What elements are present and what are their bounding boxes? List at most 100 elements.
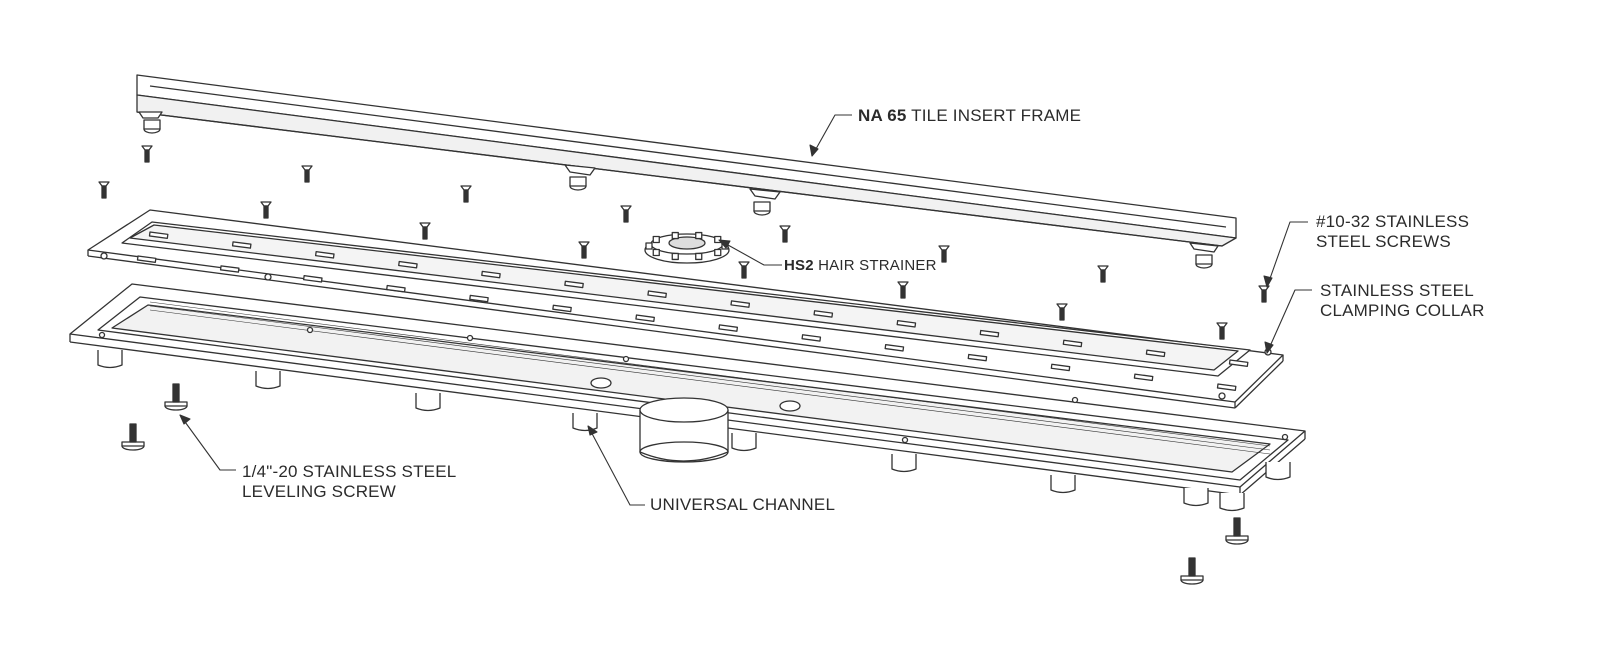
collar-tab [231,241,252,249]
clamping-collar [87,209,1284,409]
label-tile-insert-frame: NA 65 TILE INSERT FRAME [858,106,1082,125]
strainer-tooth [714,248,722,257]
slot-line [149,309,1271,455]
drain-outlet [639,397,729,463]
channel-hole [466,334,474,342]
strainer-tooth [671,252,679,261]
collar-tab [979,329,1000,338]
flat-head-screw [260,201,272,219]
collar-tab [718,324,739,332]
collar-tab [1062,339,1083,348]
universal-channel [69,283,1306,512]
channel-leg [255,371,281,390]
channel-leg [731,433,757,452]
frame-foot [143,119,1213,269]
collar-holes [100,252,1272,400]
strainer-tooth [671,231,679,240]
leader-lines [179,114,1312,506]
channel-hole [1281,433,1289,441]
flat-head-screw [738,261,750,279]
channel-leg [1050,475,1076,494]
collar-tab [967,353,988,362]
collar-tab [136,255,157,263]
collar-hole [264,273,272,281]
channel-hole [622,355,630,363]
collar-tab [481,270,501,279]
collar-tab [219,265,240,273]
channel-legs [97,350,1291,512]
flat-head-screw [620,205,632,223]
channel-bosses [590,377,801,412]
collar-tab [884,343,905,352]
strainer-tooth [714,235,722,244]
slot-line [149,301,1271,447]
strainer-tooth [695,252,703,261]
collar-tab [386,284,406,293]
collar-tab [801,334,822,342]
leveling-screws [121,383,1249,585]
channel-hole [306,326,314,334]
channel-slots [149,301,1271,455]
channel-leg [572,413,598,432]
stainless-screws [98,145,1270,340]
collar-tab [1050,363,1071,372]
channel-leg [1219,493,1245,512]
flat-head-screw [301,165,313,183]
collar-tabs [136,231,1249,391]
channel-leg [1265,462,1291,481]
tile-insert-frame [136,74,1237,269]
collar-hole [100,252,108,260]
hair-strainer [644,231,730,264]
flat-head-screw [1216,322,1228,340]
flat-head-screw [1056,303,1068,321]
leveling-screw [121,423,145,451]
flat-head-screw [141,145,153,163]
channel-leg [1183,488,1209,507]
leveling-screw [1180,557,1204,585]
flat-head-screw [897,281,909,299]
strainer-tooth [652,235,660,244]
channel-leg [415,393,441,412]
label-hair-strainer: HS2 HAIR STRAINER [784,257,937,274]
collar-tab [564,280,584,289]
leveling-screw [164,383,188,411]
channel-holes [98,326,1289,444]
label-universal-channel: UNIVERSAL CHANNEL [650,495,836,514]
collar-tab [1133,373,1154,382]
collar-tab [148,231,169,239]
flat-head-screw [1097,265,1109,283]
collar-tab [813,310,834,318]
channel-leg [891,454,917,473]
flat-head-screw [779,225,791,243]
strainer-tooth [652,248,660,257]
collar-tab [730,300,751,308]
collar-tab [1228,359,1249,367]
channel-leg [97,350,123,369]
strainer-tooth [645,242,653,250]
collar-hole [1218,392,1226,400]
leveling-screw [1225,517,1249,545]
flat-head-screw [938,245,950,263]
slot-line [149,305,1271,451]
collar-tab [398,260,418,269]
strainer-tooth [695,231,703,240]
collar-tab [1145,349,1166,358]
flat-head-screw [460,185,472,203]
channel-hole [901,436,909,444]
collar-tab [647,290,667,299]
flat-head-screw [98,181,110,199]
flat-head-screw [1258,285,1270,303]
collar-tab [469,294,489,303]
collar-tab [314,251,335,259]
collar-tab [896,319,917,328]
channel-hole [98,331,106,339]
flat-head-screw [419,222,431,240]
collar-tab [552,304,572,313]
flat-head-screw [578,241,590,259]
channel-hole [1071,396,1079,404]
collar-tab [1216,383,1237,391]
